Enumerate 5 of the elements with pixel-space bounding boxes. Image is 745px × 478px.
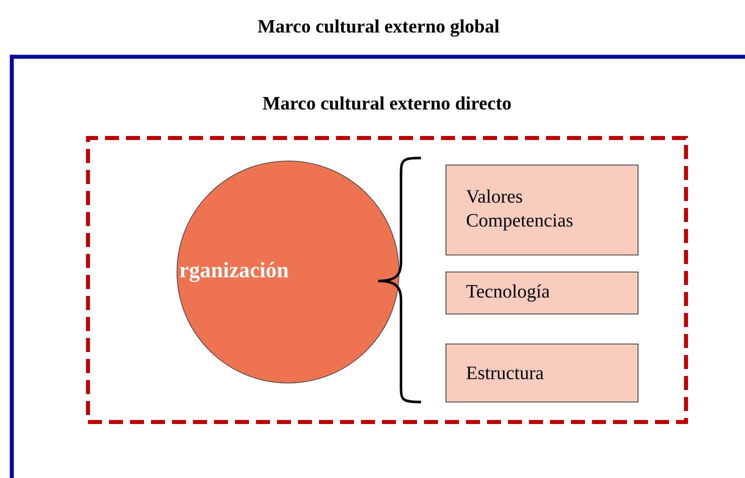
text-box: Tecnología bbox=[446, 272, 638, 314]
heading: Marco cultural externo global bbox=[258, 19, 500, 37]
text-box: Valores Competencias bbox=[446, 164, 638, 256]
text-box: Estructura bbox=[446, 344, 638, 402]
heading: Marco cultural externo directo bbox=[262, 96, 511, 110]
